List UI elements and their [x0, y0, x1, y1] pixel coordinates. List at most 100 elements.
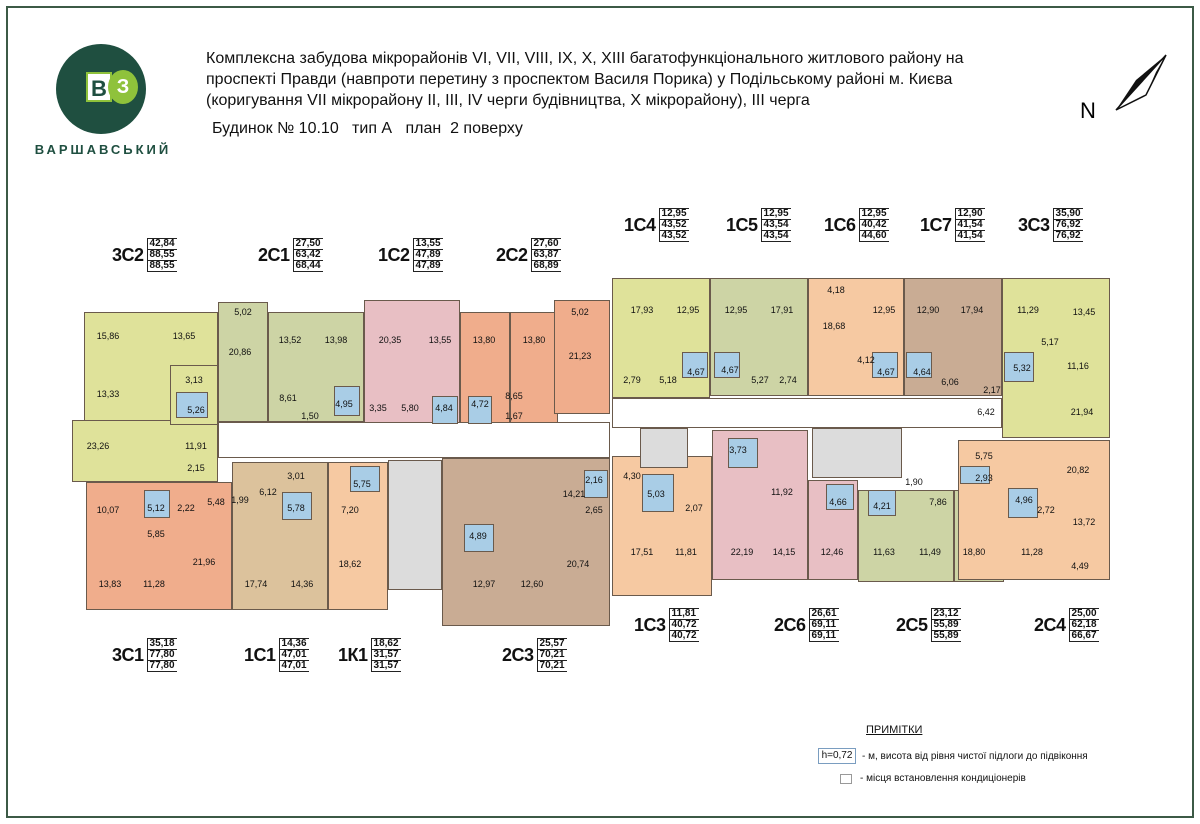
room-zone — [612, 278, 710, 398]
room-area-label: 6,06 — [941, 377, 959, 387]
room-zone — [808, 278, 904, 396]
apartment-area-value: 47,01 — [279, 649, 309, 661]
room-area-label: 13,65 — [172, 331, 196, 341]
apartment-area-value: 12,95 — [761, 208, 791, 220]
apartment-code: 1К1 — [338, 644, 368, 665]
room-area-label: 4,72 — [471, 399, 489, 409]
apartment-area-value: 40,72 — [669, 619, 699, 631]
bathroom-zone — [1004, 352, 1034, 382]
apartment-area-value: 41,54 — [955, 219, 985, 231]
room-area-label: 13,52 — [278, 335, 302, 345]
room-area-label: 23,26 — [86, 441, 110, 451]
apartment-area-value: 31,57 — [373, 660, 399, 671]
apartment-code: 1С6 — [824, 214, 856, 235]
room-area-label: 14,36 — [290, 579, 314, 589]
room-area-label: 17,74 — [244, 579, 268, 589]
title-line-2: проспекті Правди (навпроти перетину з пр… — [206, 71, 953, 88]
bathroom-zone — [1008, 488, 1038, 518]
room-area-label: 5,03 — [647, 489, 665, 499]
room-area-label: 11,16 — [1067, 361, 1089, 371]
room-area-label: 12,95 — [676, 305, 700, 315]
room-area-label: 17,51 — [630, 547, 654, 557]
room-zone — [712, 430, 808, 580]
room-area-label: 17,94 — [960, 305, 984, 315]
bathroom-zone — [728, 438, 758, 468]
apartment-area-value: 69,11 — [809, 620, 839, 631]
bathroom-zone — [714, 352, 740, 378]
apartment-code: 1С3 — [634, 614, 666, 635]
apartment-area-value: 47,01 — [281, 660, 307, 671]
room-area-label: 4,21 — [873, 501, 891, 511]
apartment-area-value: 26,61 — [809, 608, 839, 620]
room-area-label: 8,65 — [505, 391, 523, 401]
room-area-label: 4,67 — [877, 367, 895, 377]
apartment-area-value: 88,55 — [149, 260, 175, 271]
bathroom-zone — [432, 396, 458, 424]
bathroom-zone — [642, 474, 674, 512]
room-area-label: 2,93 — [975, 473, 993, 483]
room-zone — [388, 460, 442, 590]
apartment-area-value: 62,18 — [1069, 619, 1099, 631]
room-area-label: 20,35 — [378, 335, 402, 345]
room-area-label: 20,86 — [228, 347, 252, 357]
room-zone — [812, 428, 902, 478]
room-area-label: 13,83 — [98, 579, 122, 589]
apartment-area-value: 12,95 — [659, 208, 689, 220]
bathroom-zone — [468, 396, 492, 424]
room-area-label: 5,12 — [147, 503, 165, 513]
room-area-label: 4,49 — [1071, 561, 1089, 571]
apartment-area-value: 31,57 — [371, 649, 401, 661]
apartment-code: 2С2 — [496, 244, 528, 265]
apartment-code: 1С5 — [726, 214, 758, 235]
apartment-code: 1С4 — [624, 214, 656, 235]
sill-height-legend-box: h=0,72 — [818, 748, 856, 764]
room-area-label: 2,22 — [177, 503, 195, 513]
room-area-label: 5,32 — [1013, 363, 1031, 373]
apartment-area-value: 12,95 — [859, 208, 889, 220]
room-area-label: 5,85 — [147, 529, 165, 539]
bathroom-zone — [176, 392, 208, 418]
apartment-code: 2С6 — [774, 614, 806, 635]
room-area-label: 11,28 — [1021, 547, 1043, 557]
room-area-label: 18,62 — [338, 559, 362, 569]
compass-label: N — [1080, 98, 1096, 123]
room-area-label: 1,99 — [231, 495, 249, 505]
room-zone — [232, 462, 328, 610]
room-area-label: 21,23 — [568, 351, 592, 361]
room-area-label: 11,63 — [873, 547, 895, 557]
room-area-label: 5,75 — [353, 479, 371, 489]
room-area-label: 13,80 — [522, 335, 546, 345]
brand-name: ВАРШАВСЬКИЙ — [34, 142, 172, 157]
room-area-label: 1,90 — [905, 477, 923, 487]
room-area-label: 2,79 — [623, 375, 641, 385]
room-area-label: 14,21 — [562, 489, 586, 499]
room-area-label: 15,86 — [96, 331, 120, 341]
room-area-label: 5,48 — [207, 497, 225, 507]
room-area-label: 11,81 — [675, 547, 697, 557]
bathroom-zone — [960, 466, 990, 484]
apartment-area-value: 43,52 — [661, 230, 687, 241]
room-area-label: 4,84 — [435, 403, 453, 413]
apartment-area-value: 55,89 — [931, 619, 961, 631]
bathroom-zone — [584, 470, 608, 498]
room-area-label: 11,92 — [771, 487, 793, 497]
apartment-area-value: 25,00 — [1069, 608, 1099, 620]
room-area-label: 7,20 — [341, 505, 359, 515]
room-area-label: 13,33 — [96, 389, 120, 399]
apartment-area-value: 70,21 — [539, 660, 565, 671]
apartment-area-value: 69,11 — [811, 630, 837, 641]
room-area-label: 4,89 — [469, 531, 487, 541]
apartment-code: 2С3 — [502, 644, 534, 665]
